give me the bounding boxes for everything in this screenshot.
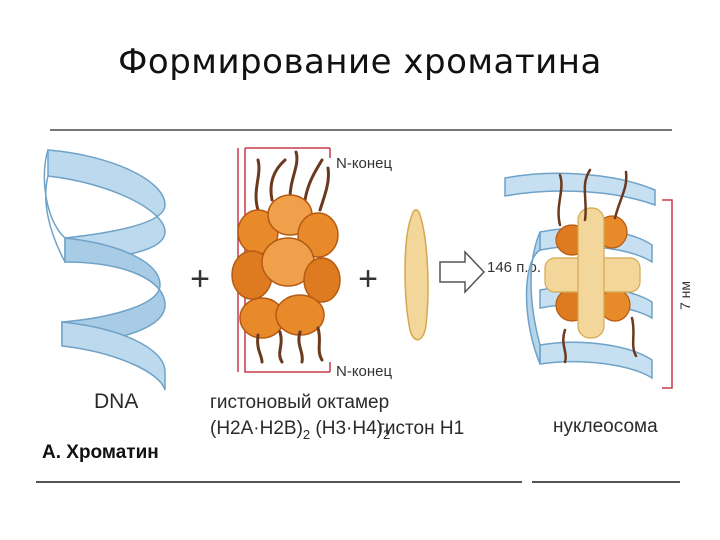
arrow	[439, 250, 486, 294]
size-label: 7 нм	[677, 281, 693, 310]
nucleosome-tails	[557, 168, 638, 364]
bp-label: 146 п.о.	[487, 259, 541, 276]
octamer-label-line2: (H2A·H2B)2 (H3·H4)2	[210, 418, 390, 442]
octamer-sub-2: 2	[382, 426, 391, 442]
octamer-label-line1: гистоновый октамер	[210, 392, 390, 413]
octamer-label: гистоновый октамер (H2A·H2B)2 (H3·H4)2	[210, 392, 390, 442]
n-end-bottom-label: N-конец	[336, 363, 393, 380]
octamer-sub-1: 2	[302, 426, 311, 442]
octamer-formula-a: (H2A·H2B)	[210, 418, 303, 439]
histone-h1	[404, 209, 429, 341]
size-bracket	[662, 199, 673, 389]
n-end-top-label: N-конец	[336, 155, 393, 172]
panel-label: А. Хроматин	[42, 442, 159, 463]
histone-octamer	[231, 194, 341, 339]
plus-sign-1: +	[190, 260, 210, 298]
histone-h1-label: гистон H1	[378, 418, 465, 439]
histone-tails-top	[254, 150, 330, 212]
dna-helix	[43, 149, 166, 391]
plus-sign-2: +	[358, 260, 378, 298]
octamer-formula-b: (H3·H4)	[310, 418, 383, 439]
nucleosome-core	[544, 207, 641, 339]
dna-label: DNA	[94, 390, 139, 413]
nucleosome-label: нуклеосома	[553, 416, 658, 437]
slide-title: Формирование хроматина	[118, 42, 602, 82]
histone-tails-bottom	[256, 326, 324, 364]
